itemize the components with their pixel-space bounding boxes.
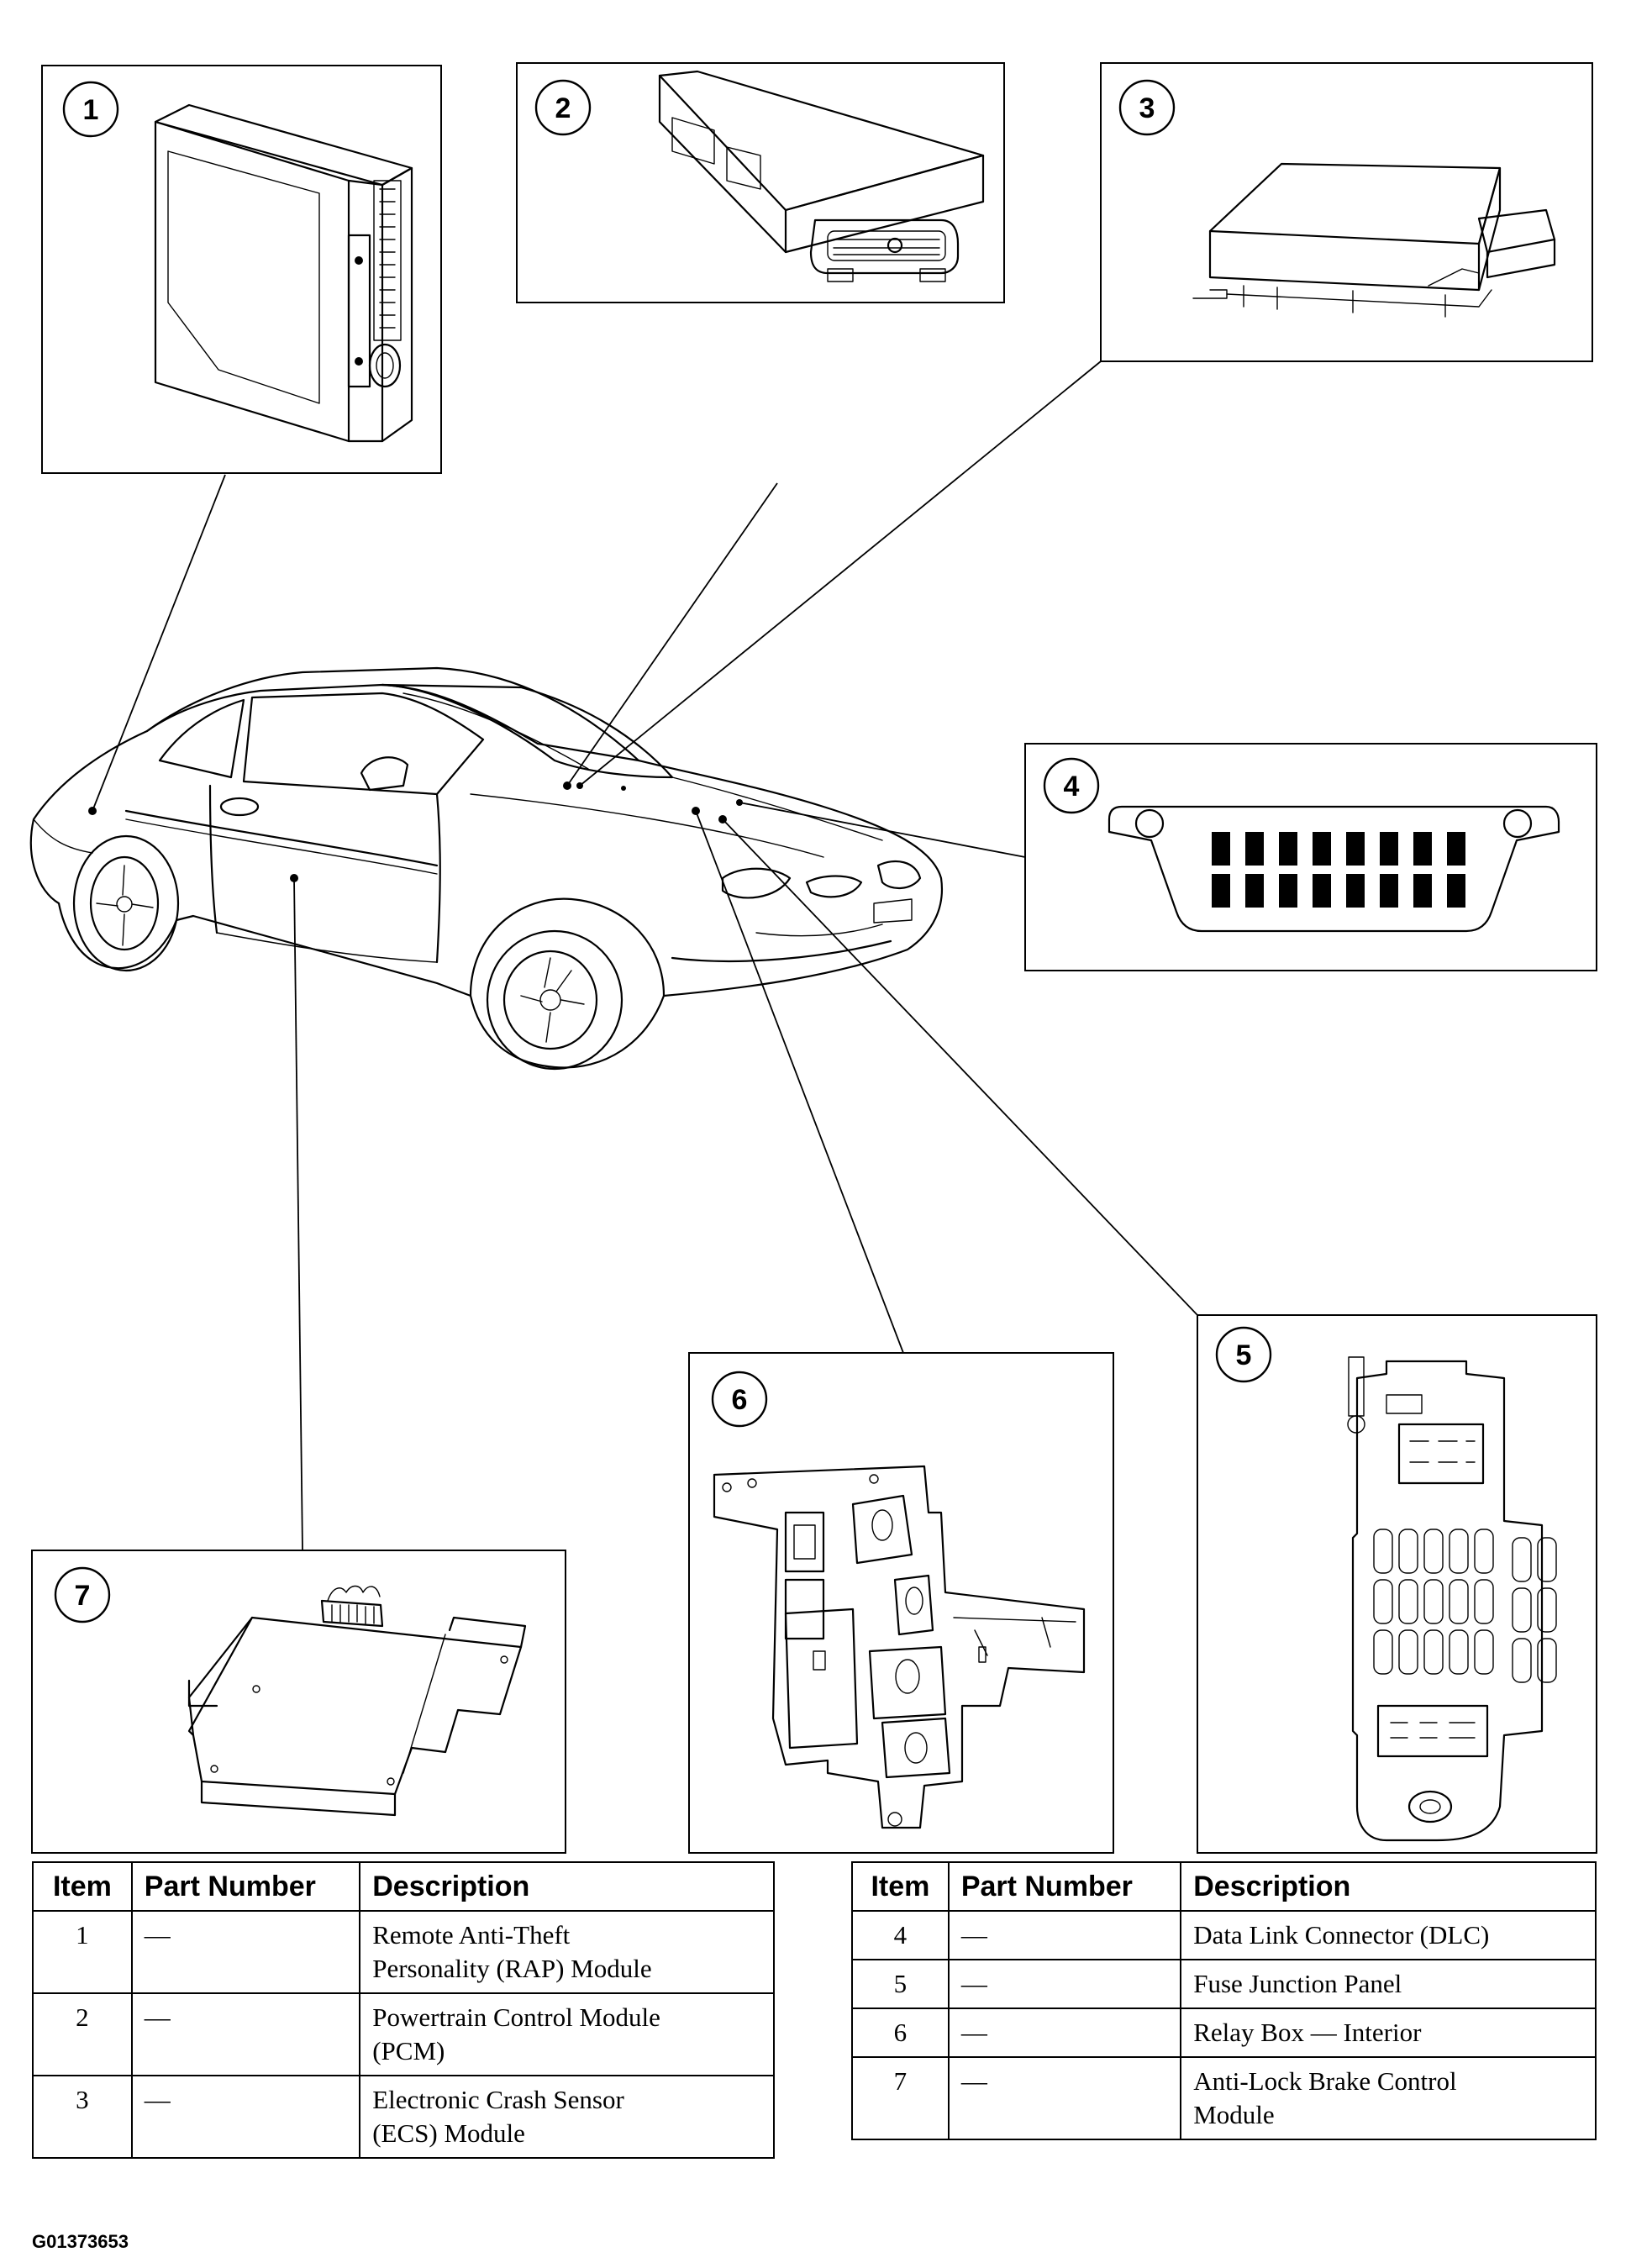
header-part-number: Part Number [130,1861,361,1912]
part-number: — [130,1910,361,1994]
description: Relay Box — Interior [1180,2008,1597,2058]
leader-line-1 [92,474,226,812]
item-number: 3 [32,2075,133,2159]
item-number: 1 [32,1910,133,1994]
header-description: Description [1180,1861,1597,1912]
part-number: — [947,2008,1182,2058]
table-row: 2 — Powertrain Control Module(PCM) [32,1992,775,2076]
part-number: — [947,2056,1182,2140]
fuse-panel-illustration [1347,1356,1557,1842]
callout-number-4: 4 [1064,771,1080,802]
table-row: 5 — Fuse Junction Panel [851,1959,1597,2009]
leader-line-7 [293,877,303,1551]
relay-box-illustration [713,1465,1086,1829]
callout-box-2: 2 [516,62,1005,303]
callout-box-7: 7 [31,1550,566,1854]
description: Fuse Junction Panel [1180,1959,1597,2009]
callout-number-7: 7 [75,1580,91,1612]
figure-id: G01373653 [32,2231,129,2252]
table-header-row: Item Part Number Description [32,1861,775,1912]
item-number: 2 [32,1992,133,2076]
fuse-rows [1373,1529,1557,1683]
pcm-illustration [658,70,985,282]
table-header-row: Item Part Number Description [851,1861,1597,1912]
leader-line-5 [722,818,1198,1316]
vehicle-illustration [29,666,943,1071]
item-number: 5 [851,1959,950,2009]
leader-lines [92,360,1198,1551]
description: Powertrain Control Module(PCM) [359,1992,775,2076]
item-number: 6 [851,2008,950,2058]
item-number: 7 [851,2056,950,2140]
header-item: Item [32,1861,133,1912]
leader-line-4 [739,802,1026,858]
callout-box-5: 5 [1197,1314,1597,1854]
table-row: 4 — Data Link Connector (DLC) [851,1910,1597,1960]
abs-module-illustration [187,1585,527,1817]
leader-line-6 [695,810,904,1354]
callout-number-1: 1 [83,94,99,126]
parts-table-left: Item Part Number Description 1 — Remote … [32,1861,775,2159]
table-row: 3 — Electronic Crash Sensor(ECS) Module [32,2075,775,2159]
item-number: 4 [851,1910,950,1960]
header-description: Description [359,1861,775,1912]
description: Data Link Connector (DLC) [1180,1910,1597,1960]
callout-box-4: 4 [1024,743,1597,971]
part-number: — [947,1910,1182,1960]
callout-box-3: 3 [1100,62,1593,362]
parts-table-right: Item Part Number Description 4 — Data Li… [851,1861,1597,2140]
part-number: — [130,2075,361,2159]
header-item: Item [851,1861,950,1912]
callout-number-2: 2 [555,92,571,124]
description: Electronic Crash Sensor(ECS) Module [359,2075,775,2159]
part-number: — [947,1959,1182,2009]
callout-number-3: 3 [1139,92,1155,124]
table-row: 6 — Relay Box — Interior [851,2008,1597,2058]
callout-number-5: 5 [1236,1339,1252,1371]
callout-box-6: 6 [688,1352,1114,1854]
callout-number-6: 6 [732,1384,748,1416]
ecs-module-illustration [1192,162,1556,318]
rap-module-illustration [154,103,413,443]
part-number: — [130,1992,361,2076]
leader-line-2 [566,482,778,787]
header-part-number: Part Number [947,1861,1182,1912]
callout-box-1: 1 [41,65,442,474]
leader-line-3 [579,360,1102,787]
dlc-connector-illustration [1108,805,1560,933]
